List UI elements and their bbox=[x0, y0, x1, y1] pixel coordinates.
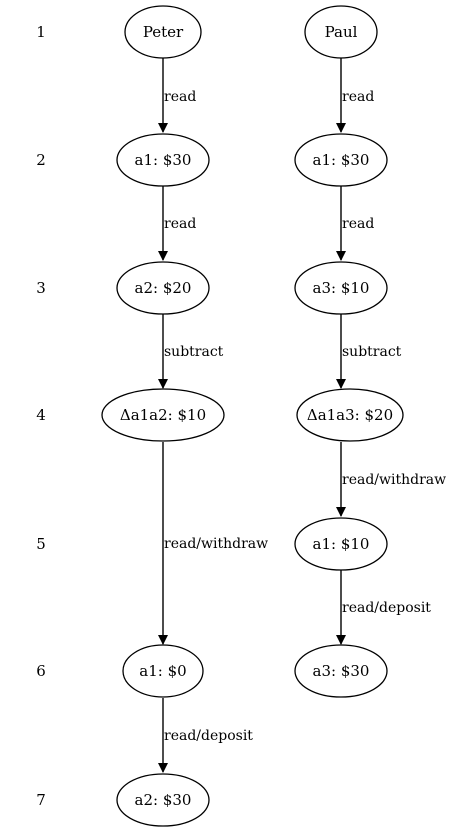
peter-nodes: Peter a1: $30 a2: $20 Δa1a2: $10 a1: $0 … bbox=[101, 5, 225, 827]
paul-edge-label-1: read bbox=[342, 89, 374, 105]
paul-edge-label-4: read/withdraw bbox=[342, 472, 446, 488]
row-label-6: 6 bbox=[36, 662, 46, 680]
peter-node-3: a2: $20 bbox=[116, 261, 210, 315]
row-label-5: 5 bbox=[36, 535, 46, 553]
peter-node-6: a2: $30 bbox=[116, 773, 210, 827]
paul-node-2: a1: $30 bbox=[294, 133, 388, 187]
row-label-4: 4 bbox=[36, 406, 46, 424]
paul-node-1: Paul bbox=[304, 5, 378, 59]
peter-node-5: a1: $0 bbox=[122, 644, 204, 698]
paul-node-5: a1: $10 bbox=[294, 517, 388, 571]
peter-node-3-label: a2: $20 bbox=[135, 279, 192, 297]
row-labels: 1 2 3 4 5 6 7 bbox=[36, 23, 46, 809]
peter-edges: read read subtract read/withdraw read/de… bbox=[158, 58, 268, 773]
peter-edge-label-4: read/withdraw bbox=[164, 536, 268, 552]
paul-node-4: Δa1a3: $20 bbox=[296, 388, 404, 442]
peter-edge-label-5: read/deposit bbox=[164, 728, 253, 744]
peter-edge-label-3: subtract bbox=[164, 344, 224, 360]
paul-edge-label-5: read/deposit bbox=[342, 600, 431, 616]
paul-node-4-label: Δa1a3: $20 bbox=[307, 406, 393, 424]
paul-edge-label-3: subtract bbox=[342, 344, 402, 360]
row-label-2: 2 bbox=[36, 151, 46, 169]
paul-node-3-label: a3: $10 bbox=[313, 279, 370, 297]
paul-edge-label-2: read bbox=[342, 216, 374, 232]
paul-node-2-label: a1: $30 bbox=[313, 151, 370, 169]
paul-node-1-label: Paul bbox=[325, 23, 358, 41]
peter-node-4-label: Δa1a2: $10 bbox=[120, 406, 206, 424]
row-label-3: 3 bbox=[36, 279, 46, 297]
paul-node-3: a3: $10 bbox=[294, 261, 388, 315]
row-label-7: 7 bbox=[36, 791, 46, 809]
peter-edge-label-2: read bbox=[164, 216, 196, 232]
peter-node-5-label: a1: $0 bbox=[139, 662, 186, 680]
paul-node-6: a3: $30 bbox=[294, 644, 388, 698]
paul-nodes: Paul a1: $30 a3: $10 Δa1a3: $20 a1: $10 … bbox=[294, 5, 404, 698]
peter-node-2-label: a1: $30 bbox=[135, 151, 192, 169]
paul-edges: read read subtract read/withdraw read/de… bbox=[336, 58, 446, 645]
peter-node-6-label: a2: $30 bbox=[135, 791, 192, 809]
peter-node-4: Δa1a2: $10 bbox=[101, 388, 225, 442]
paul-node-6-label: a3: $30 bbox=[313, 662, 370, 680]
row-label-1: 1 bbox=[36, 23, 46, 41]
peter-edge-label-1: read bbox=[164, 89, 196, 105]
paul-node-5-label: a1: $10 bbox=[313, 535, 370, 553]
peter-node-1: Peter bbox=[124, 5, 202, 59]
peter-node-1-label: Peter bbox=[143, 23, 184, 41]
peter-node-2: a1: $30 bbox=[116, 133, 210, 187]
